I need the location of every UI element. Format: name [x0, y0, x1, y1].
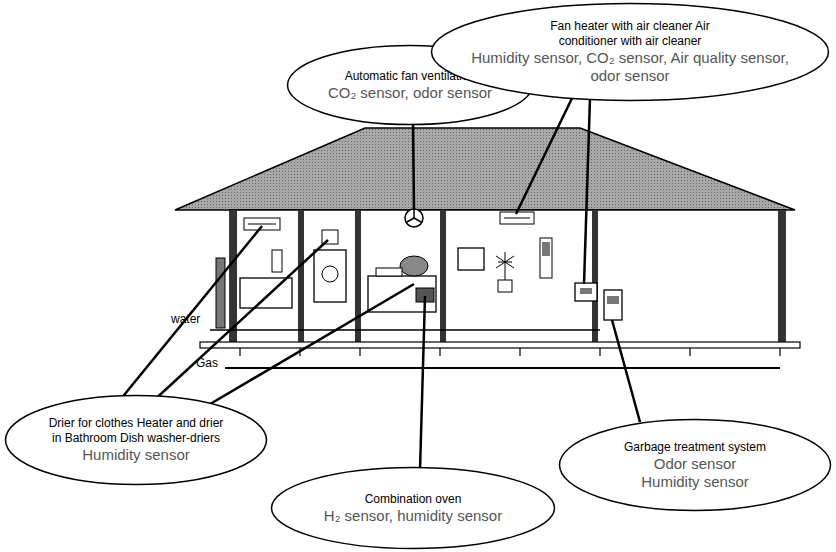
sensor-list: Humidity sensor	[82, 446, 190, 464]
callout-ellipse: Garbage treatment systemOdor sensorHumid…	[558, 418, 832, 512]
fan-blades	[407, 210, 421, 222]
water-pipe	[210, 329, 600, 331]
callout-ellipse: Drier for clothes Heater and drier in Ba…	[4, 394, 268, 486]
door-panel	[542, 242, 550, 256]
floor-joists	[240, 348, 780, 356]
appliance-name: Drier for clothes Heater and drier in Ba…	[49, 416, 224, 446]
sensor-list: H₂ sensor, humidity sensor	[324, 507, 502, 525]
plant-pot	[498, 280, 512, 292]
pot	[400, 256, 428, 276]
drier-door	[322, 266, 338, 282]
bath-heater	[244, 218, 280, 230]
garbage-unit	[604, 290, 622, 320]
shower	[272, 250, 282, 272]
sensor-list: Odor sensor	[654, 455, 737, 473]
plant	[496, 252, 514, 280]
roof	[175, 128, 795, 210]
sensor-list: CO₂ sensor, odor sensor	[328, 84, 492, 102]
callout-content: Drier for clothes Heater and drier in Ba…	[4, 394, 268, 486]
pipe-label: water	[171, 312, 200, 326]
appliance-name: Garbage treatment system	[624, 440, 766, 455]
ac-grille	[504, 218, 530, 219]
sensor-list: Humidity sensor, CO₂ sensor, Air quality…	[465, 49, 795, 85]
sink	[376, 268, 402, 276]
wall-posts	[230, 210, 785, 346]
heater-grille	[248, 224, 276, 225]
clothes-drier	[314, 250, 346, 302]
callout-content: Fan heater with air cleaner Air conditio…	[430, 2, 830, 102]
sensor-list: Humidity sensor	[641, 473, 749, 491]
bathtub	[240, 278, 292, 308]
appliance-name: Fan heater with air cleaner Air conditio…	[525, 19, 735, 49]
callout-content: Garbage treatment systemOdor sensorHumid…	[558, 418, 832, 512]
house-wall	[230, 210, 785, 346]
callout-ellipse: Fan heater with air cleaner Air conditio…	[430, 2, 830, 102]
callout-ellipse: Combination ovenH₂ sensor, humidity sens…	[270, 466, 556, 550]
water-meter	[216, 258, 225, 328]
picture-frame	[458, 248, 484, 270]
garbage-panel	[607, 296, 619, 304]
floor-band	[200, 342, 800, 348]
pipe-label: Gas	[196, 356, 218, 370]
door	[540, 238, 552, 278]
appliance-name: Combination oven	[365, 492, 462, 507]
heater-panel	[580, 288, 592, 294]
gas-pipe	[225, 367, 780, 369]
callout-content: Combination ovenH₂ sensor, humidity sens…	[270, 466, 556, 550]
ventilation-fan	[405, 209, 423, 227]
fan-heater	[575, 283, 597, 301]
